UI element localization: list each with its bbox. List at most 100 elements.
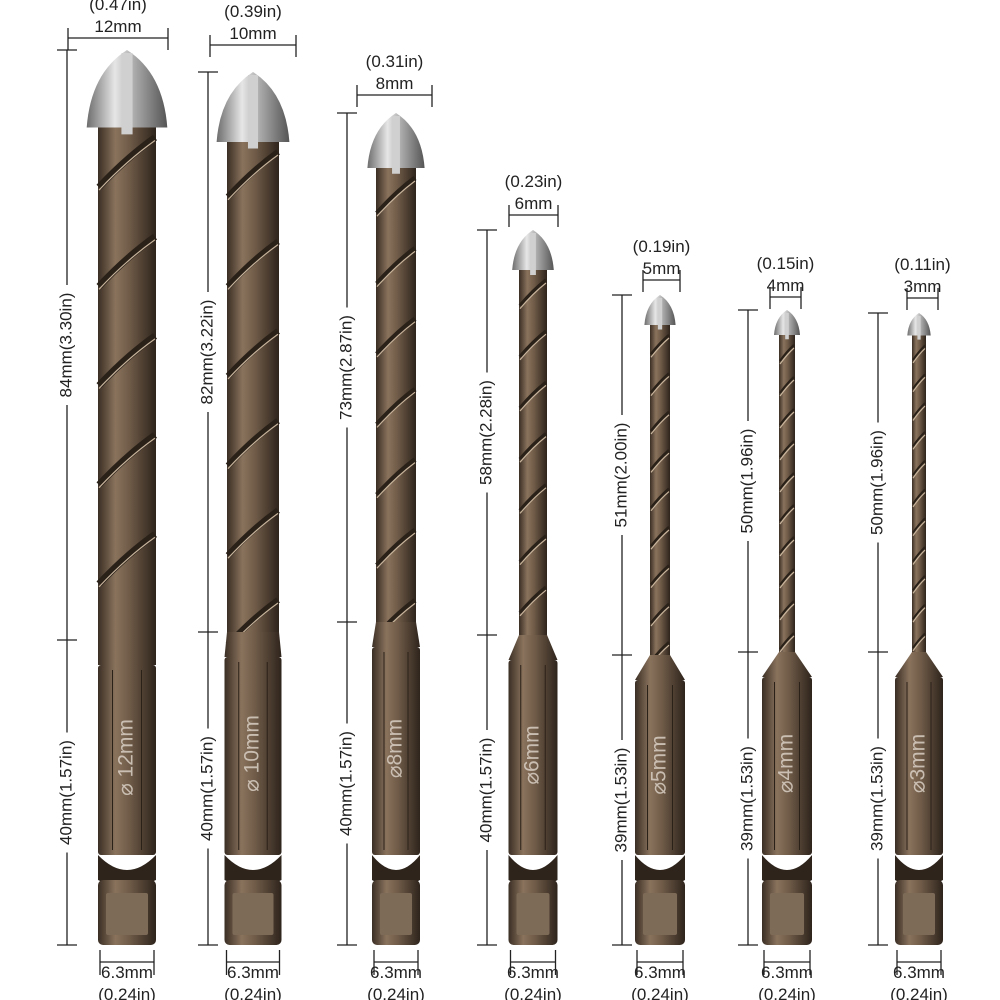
spiral-groove [649,333,670,356]
diameter-in-label: (0.31in) [366,52,424,71]
diameter-mm-label: 5mm [643,259,681,278]
spiral-groove [779,472,795,490]
spiral-groove [96,531,157,587]
spiral-highlight [779,475,795,493]
spiral-groove [518,585,548,614]
shank-length-label: 39mm(1.53in) [611,748,630,853]
spiral-highlight [98,239,156,290]
spiral-highlight [912,578,926,594]
spiral-highlight [376,250,416,288]
shank-size-mark: ⌀8mm [384,719,407,778]
spiral-highlight [519,538,547,565]
spiral-highlight [227,423,279,470]
tip-center-blade [530,233,536,275]
spiral-groove [912,459,926,476]
spiral-groove [518,432,548,461]
hex-in-label: (0.24in) [890,985,948,1000]
spiral-groove [779,376,795,394]
spiral-groove [912,488,926,505]
flute-length-label: 82mm(3.22in) [197,300,216,405]
flute-length-label: 50mm(1.96in) [737,429,756,534]
shank-groove [635,855,685,888]
spiral-highlight [98,338,156,389]
spiral-highlight [912,348,926,364]
flute-body [227,114,279,652]
shank-groove [98,855,156,888]
hex-face [380,893,412,935]
tip-center-blade [657,298,663,330]
spiral-highlight [519,487,547,514]
shank-size-mark: ⌀5mm [648,735,671,794]
spiral-highlight [519,384,547,412]
spiral-highlight [779,539,795,557]
label-bg [57,732,77,853]
spiral-groove [649,410,670,432]
spiral-highlight [650,567,670,588]
hex-face [516,893,550,935]
diameter-in-label: (0.19in) [633,237,691,256]
drill-bit-3: ⌀8mm73mm(2.87in)40mm(1.57in)8mm(0.31in)6… [336,52,433,1000]
shank-groove [508,855,558,888]
shank-size-mark: ⌀ 12mm [115,719,138,796]
shank-transition [372,622,420,647]
spiral-groove [649,602,670,624]
spiral-highlight [376,462,416,499]
spiral-highlight [98,437,156,489]
spiral-highlight [779,507,795,525]
flute-length-label: 84mm(3.30in) [56,293,75,398]
flute-length-label: 51mm(2.00in) [611,423,630,528]
spiral-groove [912,517,926,534]
spiral-highlight [519,333,547,361]
drill-bit-4: ⌀6mm58mm(2.28in)40mm(1.57in)6mm(0.23in)6… [476,172,562,1000]
hex-face [643,893,677,935]
tip-center-blade [785,313,789,340]
spiral-highlight [650,491,670,512]
shank-size-mark: ⌀4mm [775,734,798,793]
shank-size-mark: ⌀6mm [521,725,544,784]
label-bg [738,421,758,541]
spiral-highlight [376,180,416,217]
spiral-groove [375,387,417,427]
spiral-groove [779,600,795,618]
spiral-groove [779,568,795,586]
hex-in-label: (0.24in) [758,985,816,1000]
spiral-groove [912,373,926,390]
spiral-groove [649,487,670,509]
spiral-groove [518,381,548,410]
spiral-highlight [912,636,926,652]
spiral-highlight [912,405,926,421]
spiral-highlight [779,411,795,429]
spiral-highlight [779,443,795,461]
spiral-groove [96,333,157,388]
shank-length-label: 39mm(1.53in) [867,746,886,851]
hex-in-label: (0.24in) [367,985,425,1000]
spiral-groove [375,457,417,497]
spiral-groove [779,440,795,458]
hex-face [770,893,804,935]
spiral-groove [779,344,795,362]
label-bg [337,307,357,428]
spiral-groove [518,329,548,358]
label-bg [612,740,632,860]
label-bg [477,730,497,850]
spiral-highlight [376,391,416,428]
spiral-groove [912,344,926,361]
spiral-highlight [912,520,926,537]
spiral-highlight [912,549,926,565]
spiral-groove [779,504,795,522]
hex-mm-label: 6.3mm [893,963,945,982]
hex-mm-label: 6.3mm [507,963,559,982]
spiral-groove [649,525,670,548]
shank-length-label: 40mm(1.57in) [56,740,75,845]
spiral-highlight [650,414,670,435]
diameter-in-label: (0.23in) [505,172,563,191]
spiral-highlight [519,436,547,463]
spiral-groove [518,534,548,563]
shank-transition [635,655,685,680]
spiral-groove [375,176,417,215]
spiral-highlight [912,607,926,623]
spiral-groove [912,546,926,563]
hex-mm-label: 6.3mm [227,963,279,982]
tip-center-blade [247,75,259,149]
